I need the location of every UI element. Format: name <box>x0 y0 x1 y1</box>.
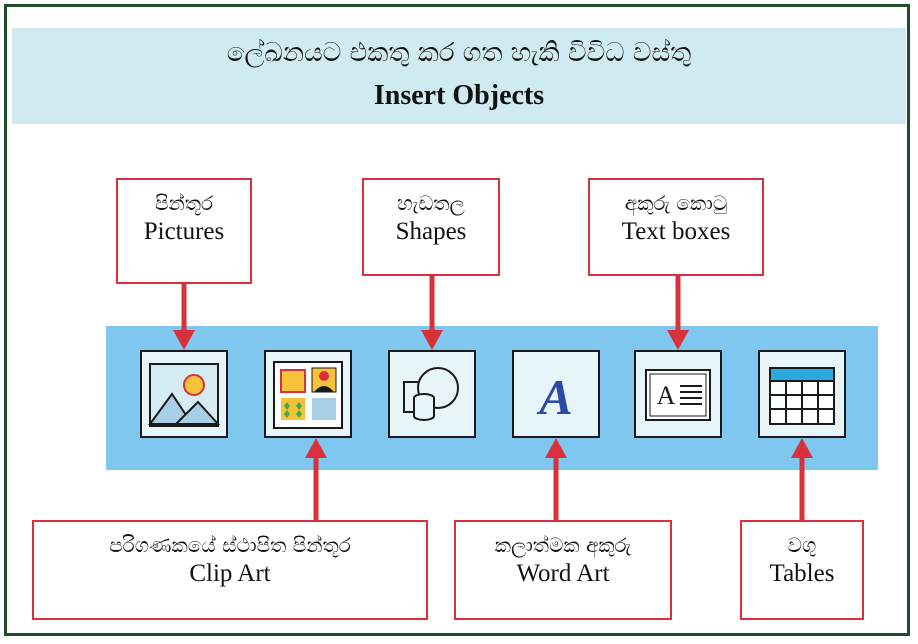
title-sinhala: ලේඛනයට එකතු කර ගත හැකි විවිධ වස්තු <box>226 38 692 68</box>
arrow-pictures <box>173 282 195 350</box>
arrow-clip-art <box>305 438 327 520</box>
label-tables-si: වගු <box>787 533 817 557</box>
label-pictures-en: Pictures <box>143 218 225 245</box>
text-boxes-button[interactable]: A <box>634 350 722 438</box>
arrow-word-art <box>545 438 567 520</box>
arrow-tables <box>791 438 813 520</box>
label-text-boxes-si: අකුරු කොටු <box>624 191 728 215</box>
table-icon <box>769 367 835 425</box>
text-box-icon: A <box>645 369 711 421</box>
text-box-glyph: A <box>657 381 676 410</box>
shapes-button[interactable] <box>388 350 476 438</box>
picture-icon <box>148 363 221 427</box>
label-clip-art: පරිගණකයේ ස්ථාපිත පින්තූර Clip Art <box>32 520 428 620</box>
word-art-glyph: A <box>536 369 572 425</box>
tables-button[interactable] <box>758 350 846 438</box>
shapes-icon <box>403 367 459 421</box>
insert-toolbar <box>106 326 878 470</box>
label-shapes-en: Shapes <box>395 218 467 245</box>
arrow-text-boxes <box>667 274 689 350</box>
label-word-art: කලාත්මක අකුරු Word Art <box>454 520 672 620</box>
label-shapes-si: හැඩතල <box>397 191 465 215</box>
clip-art-icon <box>273 361 343 429</box>
word-art-button[interactable]: A <box>512 350 600 438</box>
label-pictures-si: පින්තූර <box>154 191 214 215</box>
label-word-art-en: Word Art <box>516 560 610 587</box>
word-art-icon: A <box>536 369 572 425</box>
pictures-button[interactable] <box>140 350 228 438</box>
label-word-art-si: කලාත්මක අකුරු <box>494 533 632 557</box>
diagram-header: ලේඛනයට එකතු කර ගත හැකි විවිධ වස්තු Inser… <box>12 28 906 124</box>
arrow-shapes <box>421 274 443 350</box>
label-tables-en: Tables <box>769 560 835 587</box>
label-text-boxes: අකුරු කොටු Text boxes <box>588 178 764 276</box>
label-clip-art-en: Clip Art <box>189 560 271 587</box>
title-english: Insert Objects <box>373 80 545 111</box>
label-clip-art-si: පරිගණකයේ ස්ථාපිත පින්තූර <box>109 533 351 557</box>
label-tables: වගු Tables <box>740 520 864 620</box>
label-pictures: පින්තූර Pictures <box>116 178 252 284</box>
clip-art-button[interactable] <box>264 350 352 438</box>
label-shapes: හැඩතල Shapes <box>362 178 500 276</box>
label-text-boxes-en: Text boxes <box>621 218 731 245</box>
